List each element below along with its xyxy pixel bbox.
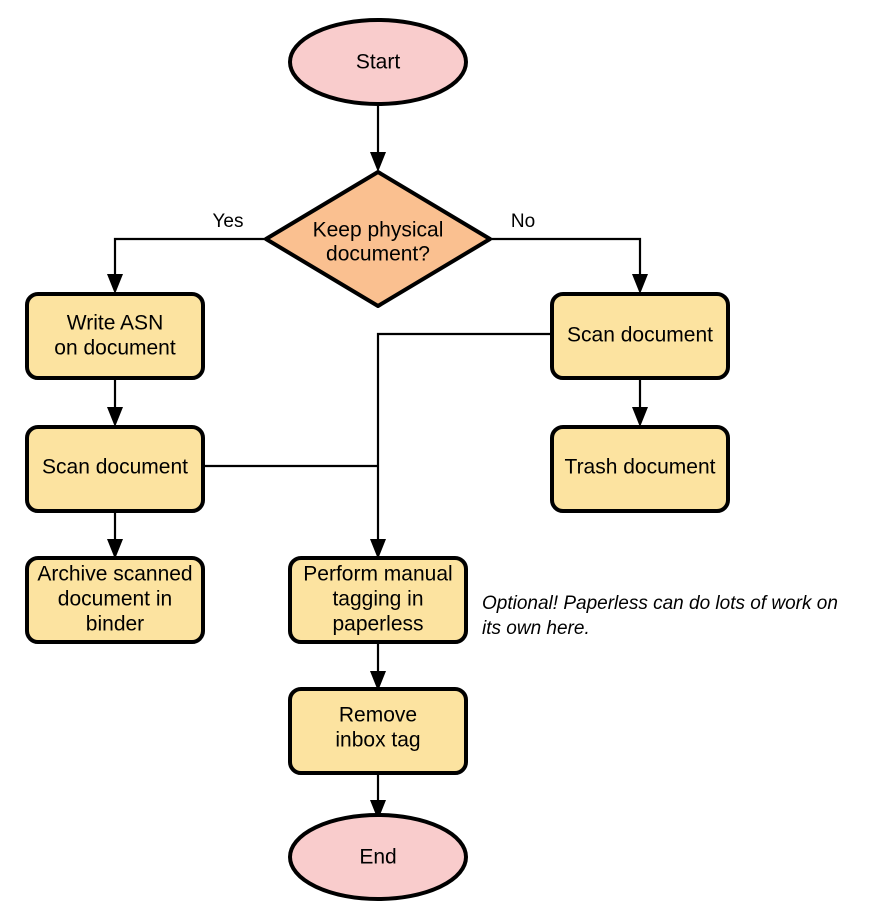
start-ellipse-shape [288, 18, 468, 106]
scan-document-left-box-shape [25, 425, 205, 513]
write-asn-box-shape [25, 292, 205, 380]
scan-document-left-label: Scan document [42, 456, 188, 479]
remove-tag-label-line2: inbox tag [335, 729, 420, 752]
remove-inbox-tag-box-shape [288, 687, 468, 775]
arrow-head-icon [370, 152, 386, 172]
arrow-head-icon [370, 539, 386, 559]
edge-label-yes: Yes [213, 211, 244, 232]
arrow-head-icon [107, 274, 123, 294]
start-label: Start [356, 51, 401, 74]
node-scan-document-left[interactable]: Scan document [25, 425, 205, 513]
tagging-label-line1: Perform manual [303, 563, 452, 586]
annotation-optional-note: Optional! Paperless can do lots of work … [482, 593, 838, 639]
trash-document-label: Trash document [565, 456, 716, 479]
annotation-line1: Optional! Paperless can do lots of work … [482, 593, 838, 614]
edge-start-to-decision [370, 103, 386, 172]
archive-box-shape [25, 556, 205, 644]
decision-label-line1: Keep physical [313, 219, 444, 242]
edge-write-asn-to-scan-left [107, 378, 123, 427]
edge-label-no: No [511, 211, 535, 232]
node-perform-manual-tagging[interactable]: Perform manual tagging in paperless [288, 556, 468, 644]
archive-label-line1: Archive scanned [37, 563, 192, 586]
scan-document-right-label: Scan document [567, 324, 713, 347]
end-label: End [359, 846, 396, 869]
node-scan-document-right[interactable]: Scan document [550, 292, 730, 380]
write-asn-label-line2: on document [54, 337, 176, 360]
trash-document-box-shape [550, 425, 730, 513]
edge-scan-right-to-tagging [370, 332, 552, 559]
tagging-box-shape [288, 556, 468, 644]
arrow-head-icon [632, 407, 648, 427]
edge-scan-left-to-archive [107, 510, 123, 559]
edge-tagging-to-remove-tag [370, 643, 386, 691]
node-write-asn-on-document[interactable]: Write ASN on document [25, 292, 205, 380]
decision-label-line2: document? [326, 243, 430, 266]
edge-decision-yes-to-write-asn [107, 237, 266, 294]
node-archive-scanned-document[interactable]: Archive scanned document in binder [25, 556, 205, 644]
arrow-head-icon [107, 539, 123, 559]
node-remove-inbox-tag[interactable]: Remove inbox tag [288, 687, 468, 775]
decision-diamond-shape [264, 170, 492, 308]
edge-remove-tag-to-end [370, 773, 386, 820]
archive-label-line2: document in [58, 588, 172, 611]
arrow-head-icon [370, 671, 386, 691]
edge-scan-right-to-trash [632, 378, 648, 427]
annotation-line2: its own here. [482, 618, 590, 639]
scan-document-right-box-shape [550, 292, 730, 380]
tagging-label-line2: tagging in [332, 588, 423, 611]
remove-tag-label-line1: Remove [339, 704, 417, 727]
arrow-head-icon [632, 274, 648, 294]
arrow-head-icon [370, 800, 386, 820]
node-start[interactable]: Start [288, 18, 468, 106]
node-end[interactable]: End [288, 813, 468, 901]
node-decision-keep-physical-document[interactable]: Keep physical document? [264, 170, 492, 308]
archive-label-line3: binder [86, 613, 144, 636]
end-ellipse-shape [288, 813, 468, 901]
node-trash-document[interactable]: Trash document [550, 425, 730, 513]
arrow-head-icon [107, 407, 123, 427]
edge-decision-no-to-scan-right [490, 237, 648, 294]
tagging-label-line3: paperless [332, 613, 423, 636]
write-asn-label-line1: Write ASN [67, 312, 163, 335]
